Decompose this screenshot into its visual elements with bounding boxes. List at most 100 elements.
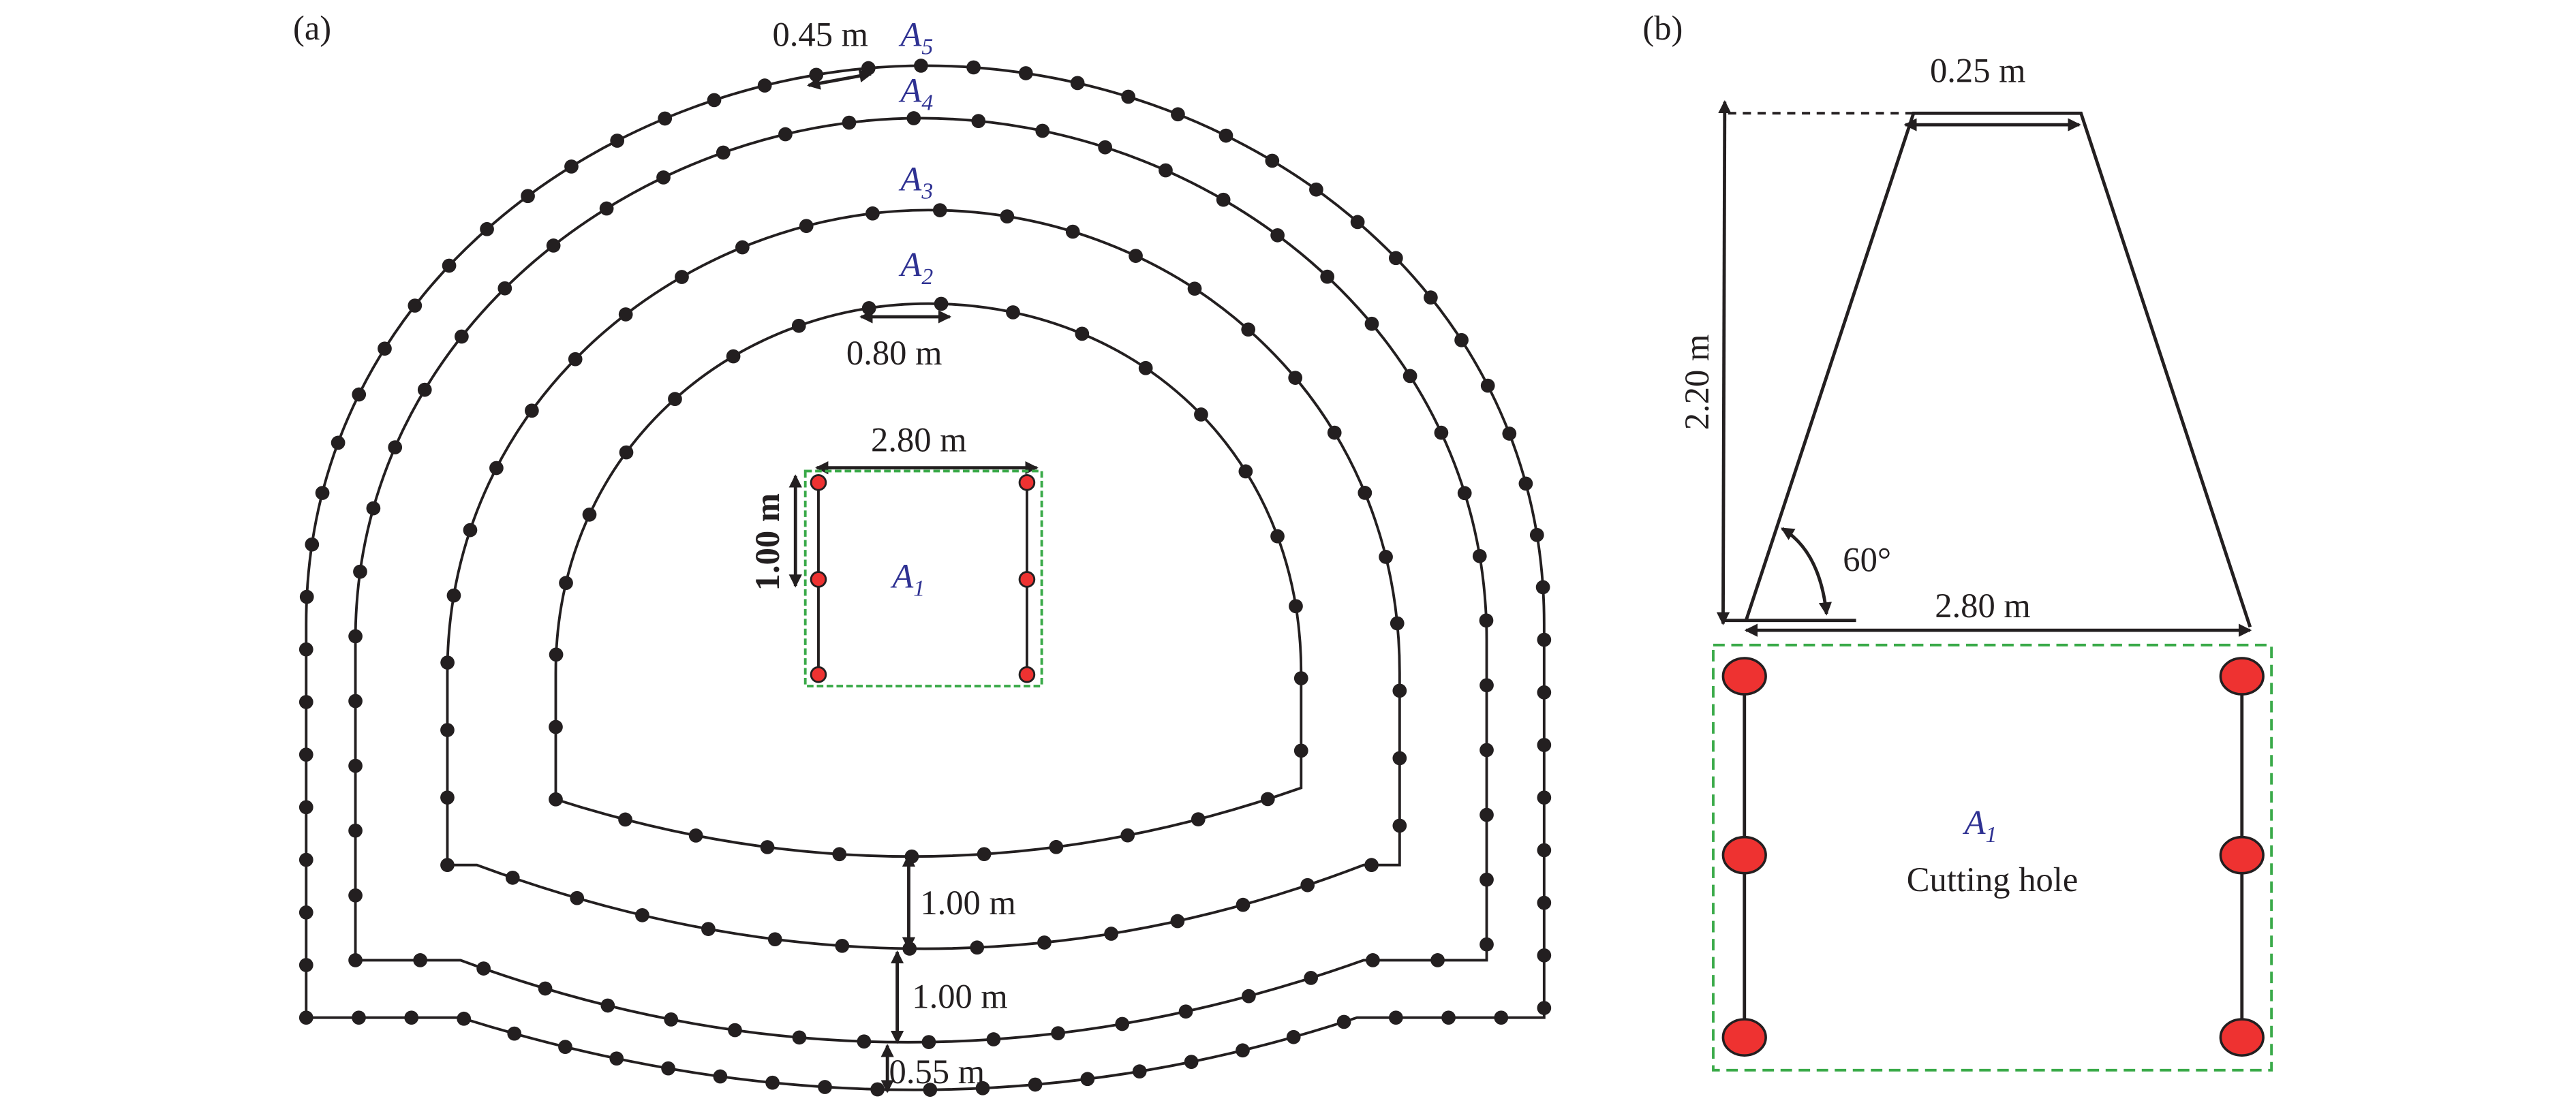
dim-top-width: 0.25 m [1930,51,2026,89]
perimeter-hole [298,800,313,815]
perimeter-hole [1392,751,1407,766]
perimeter-hole [440,858,455,873]
perimeter-hole [1392,683,1407,698]
perimeter-hole [564,159,579,174]
perimeter-hole [618,307,633,322]
ring-a3 [446,208,1401,950]
perimeter-hole [1115,1016,1130,1031]
perimeter-hole [904,849,919,864]
perimeter-hole [558,1040,572,1054]
perimeter-hole [986,1032,1001,1046]
perimeter-hole [1479,678,1494,693]
perimeter-hole [966,60,981,75]
perimeter-hole [1006,305,1020,320]
perimeter-hole [480,221,494,236]
perimeter-hole [305,537,320,552]
cut-holes-b [1721,657,2265,1057]
dim-bottom-3: 0.55 m [889,1053,985,1091]
perimeter-hole [1336,1014,1351,1029]
perimeter-hole [1364,858,1379,873]
perimeter-hole [1327,425,1342,440]
perimeter-hole [298,747,313,762]
perimeter-hole [1293,743,1308,758]
perimeter-hole [378,341,392,356]
angle-arc [1781,527,1833,616]
perimeter-hole [455,329,469,344]
perimeter-hole [440,655,455,670]
perimeter-hole [610,134,625,148]
perimeter-hole [765,1075,780,1090]
perimeter-hole [1309,182,1323,197]
perimeter-hole [728,1023,742,1038]
dim-ring-spacing-top: 0.45 m [773,15,869,53]
perimeter-hole [656,170,671,185]
perimeter-hole [1238,464,1253,479]
perimeter-hole [1065,224,1080,239]
cut-caption: Cutting hole [1907,860,2078,899]
perimeter-hole [299,589,314,604]
perimeter-hole [934,296,949,311]
perimeter-hole [599,201,614,216]
perimeter-hole [1098,140,1112,155]
perimeter-hole [1300,877,1315,892]
perimeter-hole [675,270,689,284]
perimeter-hole [1494,1010,1509,1025]
perimeter-hole [1293,671,1308,685]
perimeter-hole [658,111,673,126]
perimeter-hole [1075,326,1090,341]
dim-height: 2.20 m [1678,335,1716,431]
dim-hole-spacing: 0.80 m [846,334,942,372]
perimeter-hole [388,440,403,454]
cut-trapezoid [1744,111,2252,628]
cut-label-b-a1: A1 [1963,803,1997,848]
perimeter-hole [1535,580,1550,595]
perimeter-hole [1028,1077,1043,1092]
perimeter-hole [440,723,455,737]
perimeter-hole [1289,599,1303,614]
perimeter-hole [1236,1043,1250,1058]
perimeter-hole [1364,316,1379,331]
perimeter-hole [1286,1029,1301,1044]
dim-cut-hole-spacing: 1.00 m [748,493,786,591]
perimeter-hole [1434,425,1449,440]
perimeter-hole [971,114,986,129]
perimeter-hole [476,961,491,976]
perimeter-hole [1236,897,1251,912]
perimeter-hole [1216,192,1231,207]
perimeter-hole [1260,792,1275,807]
perimeter-hole [440,790,455,805]
perimeter-hole [832,847,847,862]
perimeter-hole [1350,215,1365,230]
perimeter-holes [298,59,1552,1097]
perimeter-hole [352,387,367,402]
perimeter-hole [1242,989,1256,1004]
perimeter-hole [1472,548,1487,563]
perimeter-hole [497,281,512,296]
perimeter-hole [1379,550,1393,564]
perimeter-hole [618,812,632,827]
perimeter-hole [757,78,772,93]
perimeter-hole [442,258,457,273]
perimeter-hole [1191,812,1206,826]
perimeter-hole [1441,1010,1456,1025]
perimeter-hole [713,1069,728,1084]
perimeter-hole [1035,123,1050,138]
dim-bottom-width: 2.80 m [1935,587,2031,625]
perimeter-hole [1132,1064,1147,1078]
perimeter-hole [701,922,716,936]
perimeter-hole [1171,107,1185,122]
perimeter-hole [1018,66,1033,80]
perimeter-hole [417,382,432,397]
perimeter-hole [1388,1010,1403,1025]
cut-label-a1: A1 [890,557,925,602]
perimeter-hole [315,486,330,500]
perimeter-hole [298,642,313,657]
perimeter-hole [568,352,583,367]
perimeter-hole [1121,89,1136,104]
perimeter-hole [463,523,478,538]
perimeter-hole [1537,948,1552,963]
perimeter-hole [348,629,363,644]
perimeter-hole [1270,529,1285,544]
perimeter-hole [1537,790,1552,805]
perimeter-hole [609,1051,624,1066]
